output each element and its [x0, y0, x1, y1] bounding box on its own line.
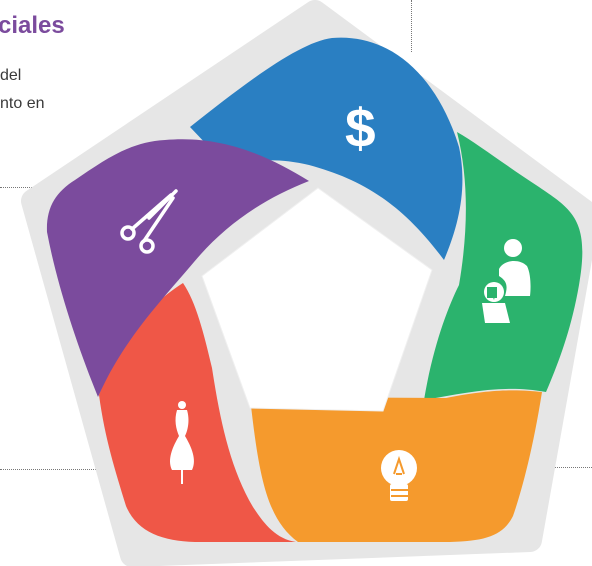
- intro-text: del nto en: [0, 62, 80, 118]
- bottom-left-guide-line: [0, 469, 104, 470]
- dollar-icon: $: [345, 97, 376, 159]
- scissors-icon: [120, 189, 178, 254]
- tailor-fitting-icon: [482, 239, 531, 323]
- top-guide-line: [411, 0, 412, 52]
- lightbulb-icon: [381, 450, 417, 501]
- bottom-right-guide-line: [548, 467, 592, 468]
- intro-line-1: del: [0, 67, 22, 84]
- intro-line-2: nto en: [0, 95, 45, 112]
- segment-production: [46, 139, 309, 397]
- dollar-label: $: [345, 97, 376, 159]
- center-pentagon: [201, 187, 433, 412]
- segment-finance: [190, 37, 463, 260]
- segment-design: [99, 283, 296, 542]
- section-title: ciales: [0, 12, 65, 39]
- dress-form-icon: [170, 401, 194, 484]
